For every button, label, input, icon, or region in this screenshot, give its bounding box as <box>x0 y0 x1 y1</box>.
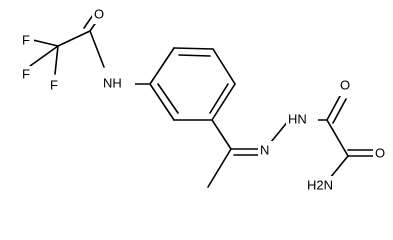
bond-oxalyl-o-top-1 <box>326 95 341 121</box>
bond-c-f2 <box>54 45 59 75</box>
label-bg-nh-amide <box>101 74 135 94</box>
bond-oxalyl-cc <box>326 119 349 157</box>
bond-carbonyl-nh <box>89 30 105 68</box>
molecule-structure: F F F O NH N HN O O H2N <box>20 6 389 196</box>
bond-c-f3 <box>29 45 59 67</box>
bond-carbonyl-o-2 <box>83 14 94 29</box>
ring-bond-1 <box>149 47 175 85</box>
atom-label-o-amide-top: O <box>94 6 104 21</box>
atom-label-hn-hydrazide: HN <box>288 111 307 126</box>
atom-label-o-oxalyl-right: O <box>375 145 385 160</box>
bond-c-f1 <box>32 39 59 47</box>
atom-label-o-oxalyl-top: O <box>340 77 350 92</box>
molecule-canvas: F F F O NH N HN O O H2N <box>20 6 389 196</box>
label-bg-o-amide-top <box>92 6 106 24</box>
ring-bond-4 <box>211 83 236 121</box>
ring-inner-2 <box>209 83 229 114</box>
label-bg-nh2 <box>305 176 339 196</box>
label-bg-f1 <box>20 32 34 50</box>
ring-inner-3 <box>157 83 179 114</box>
bond-imine-methyl <box>207 148 232 188</box>
atom-label-n-imine: N <box>260 142 269 157</box>
ring-bond-2 <box>173 47 214 50</box>
ring-bond-3 <box>212 48 236 85</box>
label-bg-f3 <box>20 66 34 84</box>
bond-oxalyl-nh2 <box>329 155 349 179</box>
label-bg-o-oxalyl-right <box>373 144 389 164</box>
bond-oxalyl-o-top-2 <box>332 98 347 124</box>
bond-ring-imine-carbon <box>211 119 232 150</box>
atom-label-nh2: H2N <box>307 177 333 192</box>
atom-label-f3: F <box>22 66 30 81</box>
atom-label-f1: F <box>22 32 30 47</box>
ring-bond-6 <box>149 83 175 121</box>
atom-label-nh-amide: NH <box>103 75 122 90</box>
label-bg-n-imine <box>258 141 274 161</box>
ring-inner-1 <box>178 54 211 57</box>
atom-labels: F F F O NH N HN O O H2N <box>20 6 389 196</box>
label-bg-f2 <box>48 77 62 95</box>
label-bg-o-oxalyl-top <box>338 76 354 96</box>
label-bg-hn-hydrazide <box>286 110 318 130</box>
bond-cf3-carbonyl <box>57 30 91 47</box>
atom-label-f2: F <box>50 77 58 92</box>
bonds <box>29 14 377 188</box>
